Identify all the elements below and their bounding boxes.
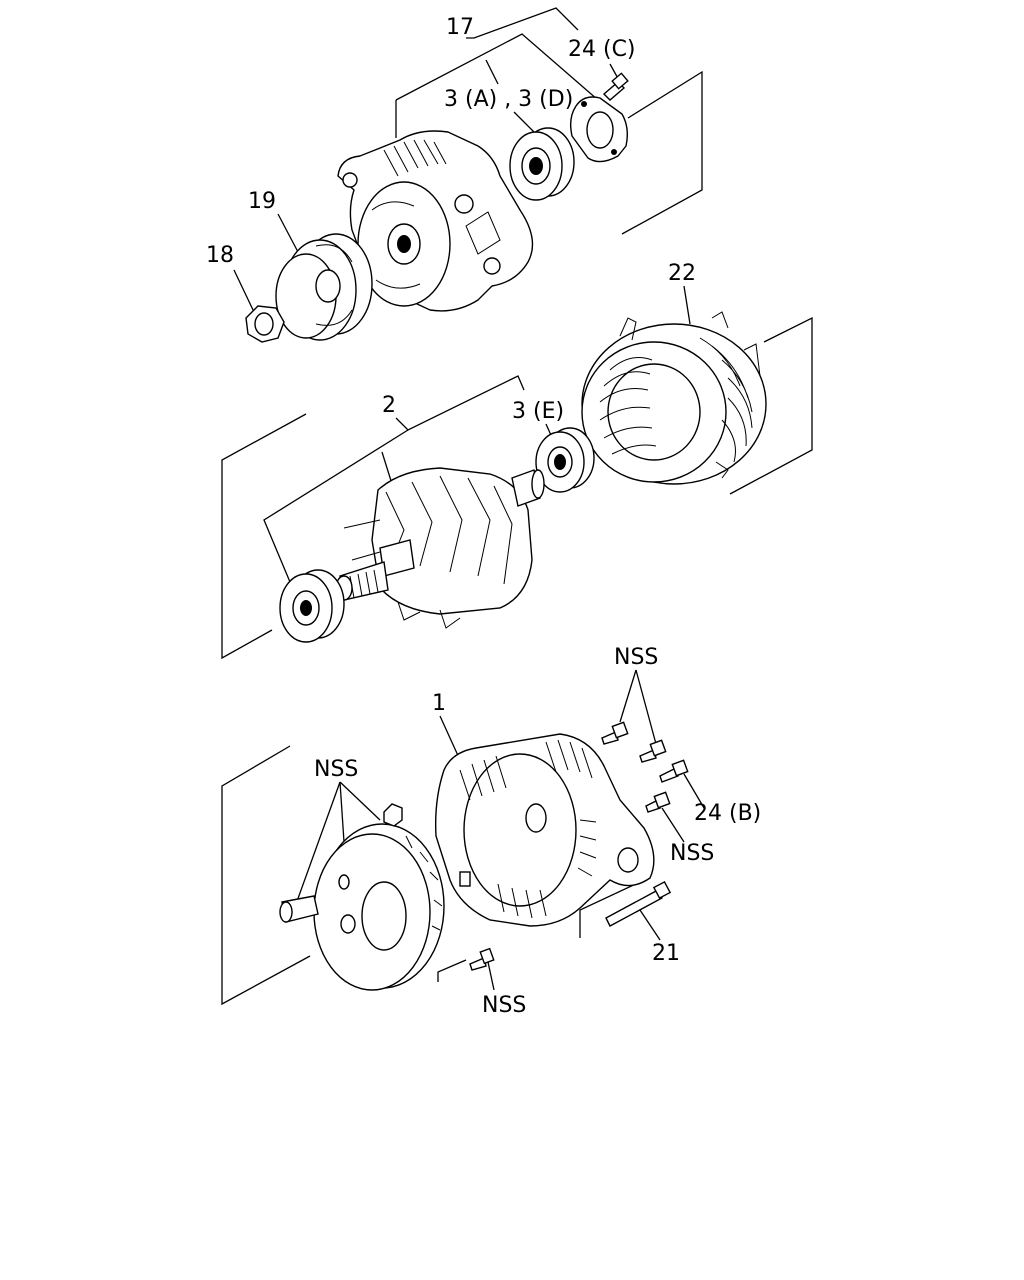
nss-screw-bottom	[469, 947, 495, 971]
callout-2: 2	[382, 393, 396, 418]
callout-21: 21	[652, 941, 680, 966]
callout-22: 22	[668, 261, 696, 286]
callout-3a-3d: 3 (A) , 3 (D)	[444, 87, 573, 112]
callout-18: 18	[206, 243, 234, 268]
rear-housing-part-1	[435, 733, 655, 927]
leader-lines	[233, 7, 705, 991]
rotor-part-2	[335, 467, 545, 629]
callout-1: 1	[432, 691, 446, 716]
callout-nss-left: NSS	[314, 757, 358, 782]
nss-stud-left	[279, 895, 319, 923]
callout-17: 17	[446, 15, 474, 40]
callout-24c: 24 (C)	[568, 37, 636, 62]
pulley-part-19	[275, 233, 373, 341]
rear-cover	[313, 823, 445, 991]
group-frame-lines	[221, 70, 813, 1006]
callout-nss-bottom: NSS	[482, 993, 526, 1018]
nss-screw-right	[645, 791, 671, 813]
retainer-plate	[569, 96, 629, 163]
bearing-part-3a-3d	[509, 127, 575, 201]
nut-part-18	[245, 305, 285, 343]
callout-19: 19	[248, 189, 276, 214]
front-housing-part-17	[337, 130, 534, 312]
screw-part-24c	[602, 72, 629, 101]
callout-nss-right: NSS	[670, 841, 714, 866]
nss-screws-top	[601, 721, 667, 763]
callout-3e: 3 (E)	[512, 399, 564, 424]
bearing-part-3e	[535, 427, 595, 493]
callout-nss-top: NSS	[614, 645, 658, 670]
stator-part-22	[581, 311, 767, 485]
rotor-front-bearing	[279, 569, 345, 643]
screw-part-24b	[659, 759, 689, 783]
callout-24b: 24 (B)	[694, 801, 761, 826]
nss-nut-left	[383, 803, 403, 827]
bolt-part-21	[605, 880, 672, 927]
